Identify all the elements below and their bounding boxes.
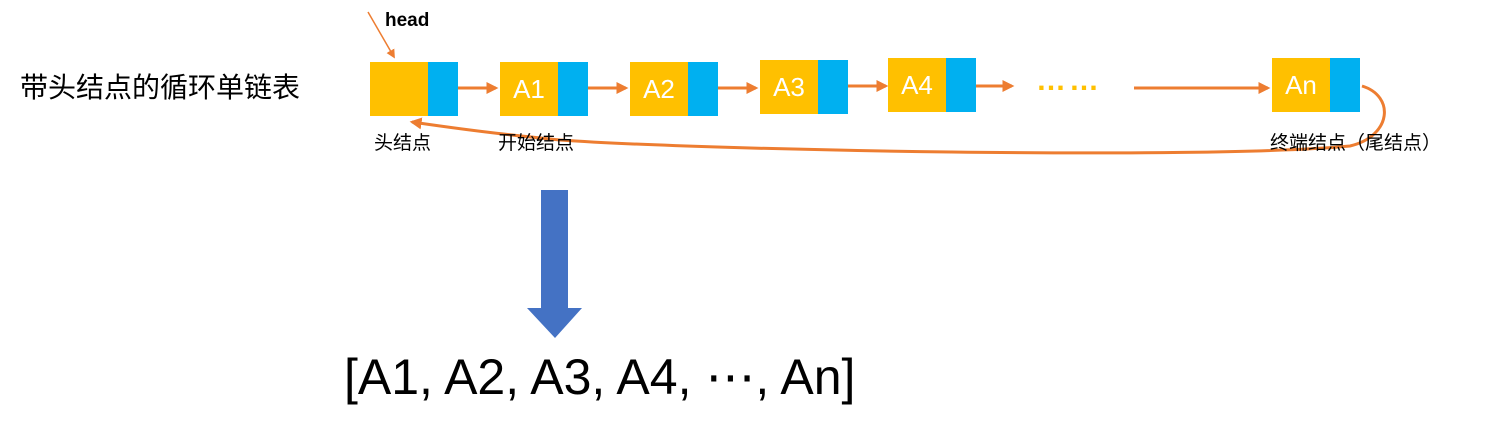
node-data-field: An	[1272, 58, 1330, 112]
head-pointer-label: head	[385, 10, 430, 31]
node-data-field: A1	[500, 62, 558, 116]
caption-end-node: 终端结点（尾结点）	[1270, 132, 1442, 154]
node-data-field	[370, 62, 428, 116]
caption-head-node: 头结点	[374, 132, 432, 154]
node-an: An	[1272, 58, 1360, 112]
node-pointer-field	[1330, 58, 1360, 112]
diagram-title: 带头结点的循环单链表	[20, 71, 301, 104]
result-list: [A1, A2, A3, A4, ⋯, An]	[344, 349, 856, 405]
node-a2: A2	[630, 62, 718, 116]
caption-start-node: 开始结点	[498, 132, 575, 154]
node-data-field: A3	[760, 60, 818, 114]
node-data-field: A4	[888, 58, 946, 112]
node-pointer-field	[428, 62, 458, 116]
head-pointer-arrow	[367, 11, 395, 59]
node-a4: A4	[888, 58, 976, 112]
node-a3: A3	[760, 60, 848, 114]
head-node	[370, 62, 458, 116]
circular-link-arrow	[409, 84, 1386, 155]
transform-arrow	[527, 190, 582, 338]
node-pointer-field	[558, 62, 588, 116]
node-pointer-field	[688, 62, 718, 116]
node-pointer-field	[946, 58, 976, 112]
node-data-field: A2	[630, 62, 688, 116]
node-a1: A1	[500, 62, 588, 116]
ellipsis: ……	[1036, 64, 1102, 97]
node-pointer-field	[818, 60, 848, 114]
